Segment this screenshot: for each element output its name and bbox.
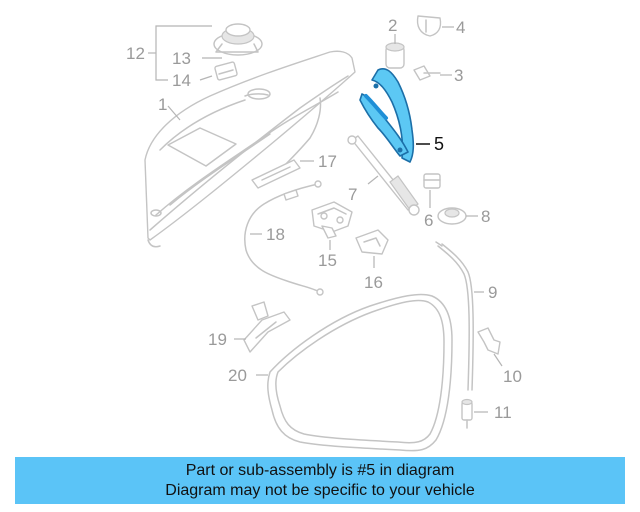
callout-12: 12: [126, 44, 145, 63]
lever-part-19: [234, 301, 291, 353]
rod-part-9: [435, 241, 484, 391]
hinge-part-5-highlighted: [359, 67, 430, 163]
callout-15: 15: [318, 251, 337, 270]
caption-line-2: Diagram may not be specific to your vehi…: [165, 482, 475, 499]
callout-2: 2: [388, 16, 397, 35]
release-cable-part-18: [244, 180, 324, 296]
callout-bracket-12: [148, 25, 222, 81]
callout-16: 16: [364, 273, 383, 292]
handle-trim-part-17: [251, 159, 314, 189]
callout-14: 14: [172, 71, 191, 90]
bolt-part-3: [413, 65, 452, 81]
callout-3: 3: [454, 66, 463, 85]
callout-5: 5: [434, 134, 444, 154]
clip-part-4: [416, 15, 454, 37]
callout-6: 6: [424, 211, 433, 230]
bushing-part-2: [385, 34, 405, 69]
callout-19: 19: [208, 330, 227, 349]
callout-9: 9: [488, 283, 497, 302]
callout-4: 4: [456, 18, 465, 37]
striker-part-16: [355, 229, 389, 268]
emblem-part-13: [213, 23, 263, 56]
callout-11: 11: [494, 403, 512, 422]
grommet-part-8: [437, 207, 478, 225]
latch-part-15: [311, 201, 353, 250]
callout-18: 18: [266, 225, 285, 244]
callout-1: 1: [158, 95, 167, 114]
callout-8: 8: [481, 207, 490, 226]
callout-20: 20: [228, 366, 247, 385]
clip-part-14: [214, 61, 238, 81]
gas-strut-part-7: [347, 135, 420, 216]
callout-17: 17: [318, 152, 337, 171]
callout-10: 10: [503, 367, 522, 386]
callout-13: 13: [172, 49, 191, 68]
bracket-part-10: [477, 327, 503, 367]
caption-bar: Part or sub-assembly is #5 in diagram Di…: [15, 457, 625, 504]
caption-line-1: Part or sub-assembly is #5 in diagram: [185, 462, 455, 479]
bumper-part-6: [423, 173, 441, 208]
weatherstrip-part-20: [256, 293, 453, 452]
trunk-lid-part: [144, 50, 356, 248]
plug-part-11: [461, 398, 488, 429]
callout-7: 7: [348, 185, 357, 204]
